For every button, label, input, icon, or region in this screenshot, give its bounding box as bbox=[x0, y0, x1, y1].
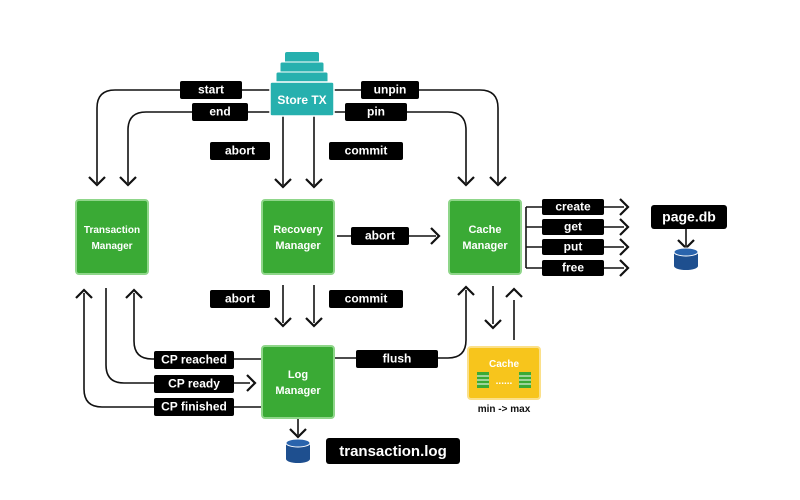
abort-top-tag: abort bbox=[210, 142, 270, 160]
cache-manager-node[interactable]: Cache Manager bbox=[448, 199, 522, 275]
transaction-manager-node[interactable]: Transaction Manager bbox=[75, 199, 149, 275]
transaction-log-tag bbox=[326, 438, 460, 464]
pin-tag: pin bbox=[345, 103, 407, 121]
cp-finished-connector bbox=[83, 293, 264, 408]
unpin-tag: unpin bbox=[361, 81, 419, 99]
arrowhead-cp-ready bbox=[246, 374, 257, 392]
arrowhead-abort-log bbox=[274, 317, 292, 328]
cache-slots-left bbox=[477, 372, 489, 388]
end-connector bbox=[127, 111, 272, 183]
log-manager-label-2: Manager bbox=[275, 385, 321, 397]
unpin-connector bbox=[332, 89, 499, 183]
transaction-manager-label-1: Transaction bbox=[84, 225, 140, 236]
start-tag: start bbox=[180, 81, 242, 99]
arrowhead-put bbox=[619, 238, 630, 256]
svg-text:unpin: unpin bbox=[374, 83, 407, 97]
arrowhead-commit-top bbox=[305, 178, 323, 189]
transaction-manager-box bbox=[75, 199, 149, 275]
flush-connector bbox=[334, 290, 467, 359]
svg-text:commit: commit bbox=[345, 292, 388, 306]
svg-text:start: start bbox=[198, 83, 224, 97]
cp-reached-connector bbox=[133, 293, 264, 360]
svg-text:end: end bbox=[209, 105, 230, 119]
svg-text:put: put bbox=[564, 240, 583, 254]
svg-text:pin: pin bbox=[367, 105, 385, 119]
arrowhead-log-db bbox=[289, 428, 307, 439]
cache-range: min -> max bbox=[478, 404, 531, 415]
cp-ready-connector bbox=[105, 288, 250, 384]
page-db-node[interactable]: page.db bbox=[651, 205, 727, 270]
arrowhead-free bbox=[619, 259, 630, 277]
cp-reached-tag: CP reached bbox=[154, 351, 234, 369]
svg-text:get: get bbox=[564, 220, 582, 234]
svg-text:abort: abort bbox=[225, 292, 255, 306]
commit-bottom-tag: commit bbox=[329, 290, 403, 308]
arrowhead-abort-cache bbox=[430, 227, 441, 245]
cache-manager-label-1: Cache bbox=[468, 224, 501, 236]
arrowhead-cp-finished bbox=[75, 288, 93, 299]
arrowhead-unpin bbox=[489, 176, 507, 187]
transaction-log-node[interactable]: transaction.log bbox=[285, 438, 460, 464]
svg-text:abort: abort bbox=[365, 229, 395, 243]
arrowhead-cp-reached bbox=[125, 288, 143, 299]
cache-slots-right bbox=[519, 372, 531, 388]
arrowhead-end bbox=[119, 176, 137, 187]
abort-mid-tag: abort bbox=[351, 227, 409, 245]
arrowhead-flush bbox=[457, 285, 475, 296]
arrowhead-start bbox=[88, 176, 106, 187]
svg-text:CP ready: CP ready bbox=[168, 377, 220, 391]
recovery-manager-label-1: Recovery bbox=[273, 224, 323, 236]
label-tags: start end unpin pin abort commit abort bbox=[154, 81, 604, 416]
recovery-manager-node[interactable]: Recovery Manager bbox=[261, 199, 335, 275]
cache-title: Cache bbox=[489, 359, 519, 370]
create-tag: create bbox=[542, 199, 604, 215]
page-db-icon bbox=[673, 247, 699, 270]
log-manager-label-1: Log bbox=[288, 369, 308, 381]
pin-connector bbox=[332, 111, 467, 183]
commit-top-tag: commit bbox=[329, 142, 403, 160]
arrow-heads bbox=[75, 176, 695, 439]
cache-manager-box bbox=[448, 199, 522, 275]
arrowhead-create bbox=[619, 198, 630, 216]
cache-node[interactable]: Cache ...... min -> max bbox=[467, 346, 541, 415]
svg-text:CP finished: CP finished bbox=[161, 400, 227, 414]
arrowhead-pin bbox=[457, 176, 475, 187]
cp-finished-tag: CP finished bbox=[154, 398, 234, 416]
arrowhead-cache-up bbox=[505, 287, 523, 298]
cp-ready-tag: CP ready bbox=[154, 375, 234, 393]
put-tag: put bbox=[542, 239, 604, 255]
flush-tag: flush bbox=[356, 350, 438, 368]
log-manager-node[interactable]: Log Manager bbox=[261, 345, 335, 419]
store-tx-layer-top bbox=[285, 52, 319, 64]
cache-manager-label-2: Manager bbox=[462, 240, 508, 252]
svg-text:flush: flush bbox=[383, 352, 412, 366]
svg-text:commit: commit bbox=[345, 144, 388, 158]
page-db-label: page.db bbox=[662, 209, 716, 225]
store-tx-node[interactable]: Store TX bbox=[269, 52, 335, 117]
get-tag: get bbox=[542, 219, 604, 235]
page-db-tag bbox=[651, 205, 727, 229]
log-manager-box bbox=[261, 345, 335, 419]
transaction-log-db-icon bbox=[285, 438, 311, 463]
svg-text:free: free bbox=[562, 261, 584, 275]
svg-text:abort: abort bbox=[225, 144, 255, 158]
arrowhead-get bbox=[619, 218, 630, 236]
end-tag: end bbox=[192, 103, 248, 121]
svg-text:CP reached: CP reached bbox=[161, 353, 227, 367]
svg-text:create: create bbox=[555, 200, 591, 214]
recovery-manager-label-2: Manager bbox=[275, 240, 321, 252]
store-tx-label: Store TX bbox=[277, 93, 326, 107]
transaction-manager-label-2: Manager bbox=[91, 241, 132, 252]
arrowhead-abort-top bbox=[274, 178, 292, 189]
start-connector bbox=[96, 89, 272, 183]
cache-dots: ...... bbox=[496, 376, 513, 387]
recovery-manager-box bbox=[261, 199, 335, 275]
abort-bottom-tag: abort bbox=[210, 290, 270, 308]
free-tag: free bbox=[542, 260, 604, 276]
arrowhead-cache-down bbox=[484, 319, 502, 330]
store-tx-box bbox=[269, 81, 335, 117]
arrowhead-commit-log bbox=[305, 317, 323, 328]
transaction-log-label: transaction.log bbox=[339, 443, 447, 460]
